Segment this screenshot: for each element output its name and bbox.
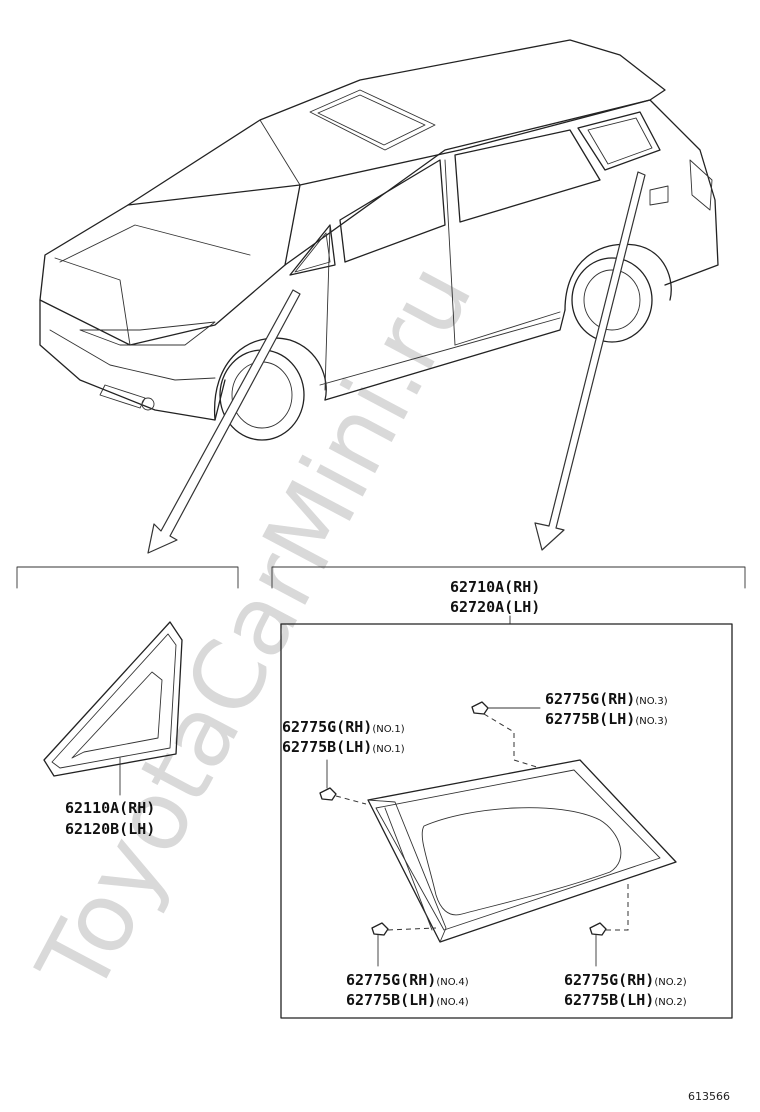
rear-quarter-glass — [367, 759, 677, 943]
callout-arrow-left — [147, 289, 301, 554]
vehicle-illustration — [39, 39, 719, 441]
clip-no4-label-rh: 62775G(RH)(NO.4) — [346, 971, 469, 989]
dashed-line-no1 — [335, 795, 367, 805]
left-panel-bracket — [16, 566, 239, 589]
dashed-line-no2 — [606, 884, 629, 931]
clip-no3-label-rh: 62775G(RH)(NO.3) — [545, 690, 668, 708]
clip-no1-label-lh: 62775B(LH)(NO.1) — [282, 738, 405, 756]
clip-no2-label-rh: 62775G(RH)(NO.2) — [564, 971, 687, 989]
part-number-62110a-rh: 62110A(RH) — [65, 799, 155, 817]
clip-no1-icon — [319, 787, 337, 801]
front-quarter-glass — [43, 621, 183, 777]
dashed-line-no3 — [483, 713, 541, 769]
figure-number: 613566 — [688, 1090, 730, 1103]
clip-no4-icon — [371, 922, 389, 936]
part-number-62120b-lh: 62120B(LH) — [65, 820, 155, 838]
clip-no4-label-lh: 62775B(LH)(NO.4) — [346, 991, 469, 1009]
dashed-line-no4 — [387, 927, 437, 931]
clip-no2-icon — [589, 922, 607, 936]
clip-no3-label-lh: 62775B(LH)(NO.3) — [545, 710, 668, 728]
clip-no1-label-rh: 62775G(RH)(NO.1) — [282, 718, 405, 736]
right-detail-frame — [280, 623, 733, 1019]
clip-no2-label-lh: 62775B(LH)(NO.2) — [564, 991, 687, 1009]
callout-arrow-right — [534, 171, 646, 551]
part-number-62710a-rh: 62710A(RH) — [450, 578, 540, 596]
clip-no3-icon — [471, 701, 489, 715]
part-number-62720a-lh: 62720A(LH) — [450, 598, 540, 616]
right-panel-bracket — [271, 566, 746, 589]
